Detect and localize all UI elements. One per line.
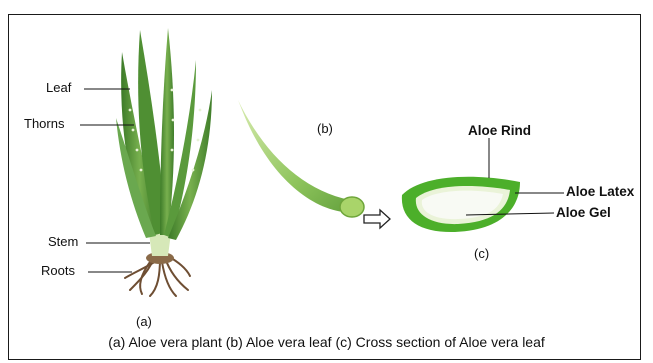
label-panel-c: (c): [474, 246, 489, 261]
cut-leaf-shape: [238, 100, 362, 213]
figure-caption: (a) Aloe vera plant (b) Aloe vera leaf (…: [0, 334, 653, 350]
label-panel-b: (b): [317, 121, 333, 136]
aloe-leaf-illustration: [238, 100, 364, 217]
label-thorns: Thorns: [24, 116, 64, 131]
label-stem: Stem: [48, 234, 78, 249]
aloe-plant-illustration: [116, 28, 212, 296]
label-aloe-rind: Aloe Rind: [468, 123, 531, 138]
label-panel-a: (a): [136, 314, 152, 329]
label-roots: Roots: [41, 263, 75, 278]
cut-leaf-end: [340, 197, 364, 217]
label-leaf: Leaf: [46, 80, 71, 95]
label-aloe-gel: Aloe Gel: [556, 205, 611, 220]
arrow-icon: [364, 210, 390, 228]
cross-section-illustration: [402, 177, 520, 232]
label-aloe-latex: Aloe Latex: [566, 184, 634, 199]
